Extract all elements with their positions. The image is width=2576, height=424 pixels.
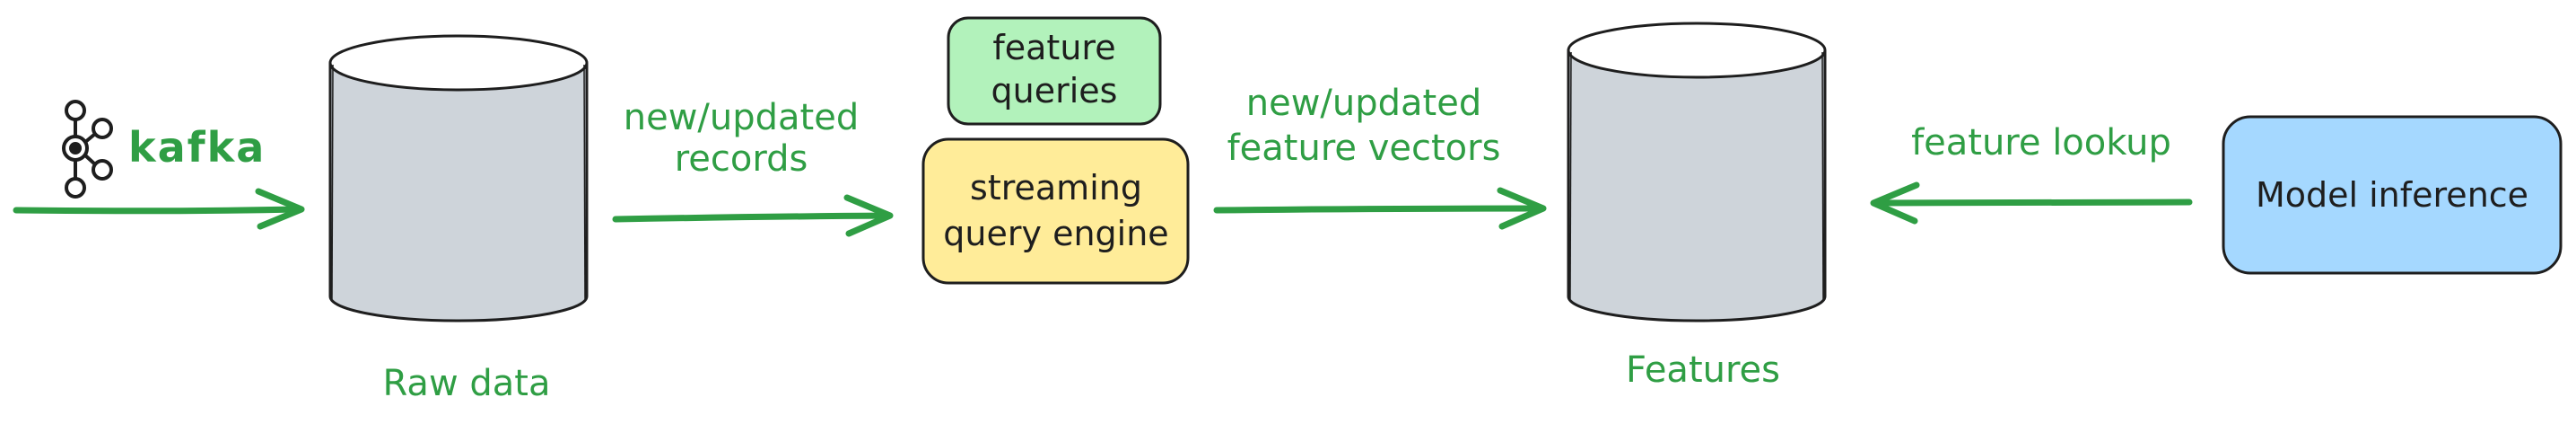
arrow-source-to-raw: [13, 188, 305, 230]
arrow-raw-to-engine: [612, 194, 894, 237]
records-edge-label-line1: new/updated: [624, 97, 859, 138]
feature-queries-box: [947, 16, 1162, 126]
streaming-engine-line1: streaming: [970, 168, 1142, 208]
streaming-engine-line2: query engine: [943, 214, 1168, 253]
kafka-label: kafka: [128, 123, 266, 172]
raw-data-db: [328, 34, 589, 322]
arrow-lookup: [1870, 181, 2193, 225]
kafka-icon: [62, 100, 113, 199]
model-inference-box: [2222, 115, 2563, 275]
features-db: [1567, 22, 1827, 322]
vectors-edge-label-line1: new/updated: [1246, 83, 1481, 124]
feature-queries-line1: feature: [992, 28, 1115, 67]
raw-data-label: Raw data: [383, 363, 551, 404]
streaming-engine-box: [921, 137, 1190, 285]
features-label: Features: [1626, 349, 1780, 391]
records-edge-label-line2: records: [675, 138, 808, 180]
feature-queries-line2: queries: [991, 71, 1118, 110]
vectors-edge-label-line2: feature vectors: [1227, 128, 1501, 169]
arrow-engine-to-features: [1213, 187, 1547, 230]
model-inference-label: Model inference: [2256, 175, 2528, 215]
lookup-edge-label: feature lookup: [1911, 122, 2171, 163]
